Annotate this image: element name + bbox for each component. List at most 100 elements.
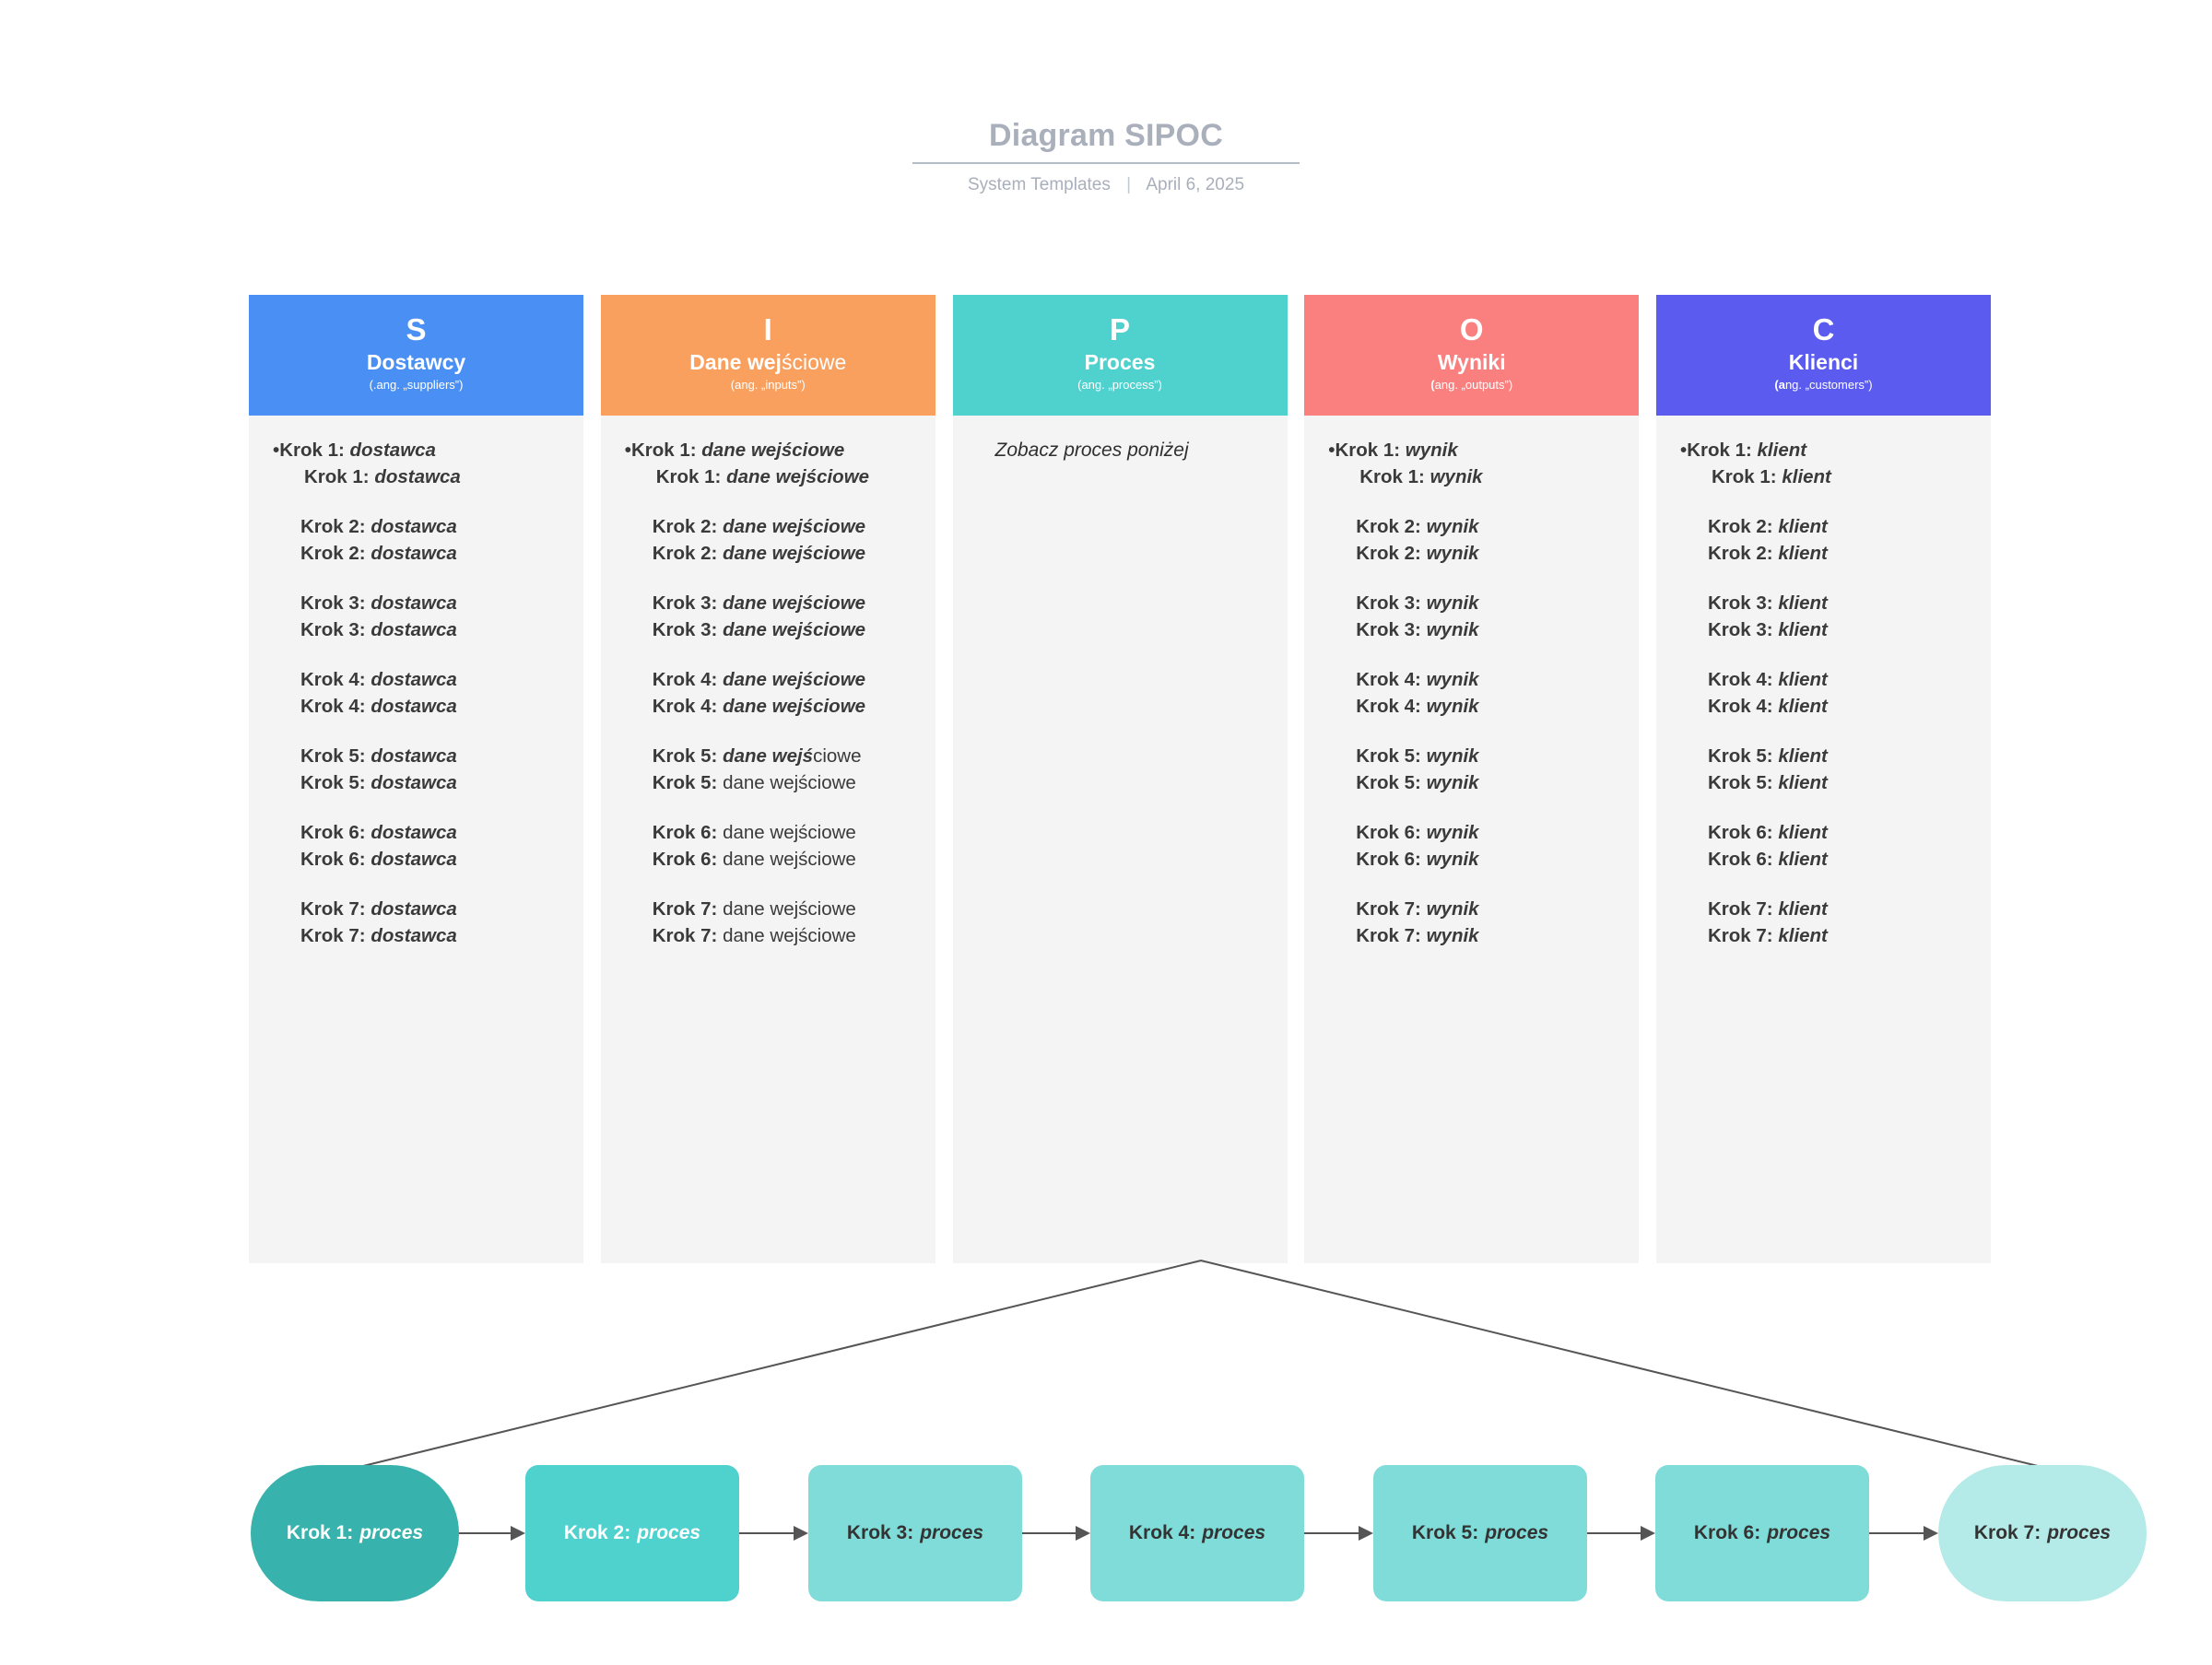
entry-label: Krok 5:	[1708, 772, 1773, 793]
process-step-value: proces	[637, 1522, 701, 1543]
entry-line: Krok 6: dostawca	[300, 846, 572, 873]
entry-line: Krok 7: wynik	[1356, 922, 1628, 949]
process-step-value: proces	[359, 1522, 424, 1543]
entry-label: Krok 3:	[652, 619, 718, 640]
entry-label: Krok 7:	[1356, 925, 1421, 946]
entry-label: Krok 4:	[300, 696, 366, 717]
entry-value: wynik	[1426, 772, 1479, 793]
process-step-4[interactable]: Krok 4:proces	[1090, 1465, 1304, 1601]
process-step-1[interactable]: Krok 1:proces	[251, 1465, 459, 1601]
entry-line: Krok 7: klient	[1708, 896, 1980, 922]
entry-value: klient	[1778, 543, 1828, 564]
entry-value: klient	[1778, 849, 1828, 870]
entry-line: Krok 4: dane wejściowe	[653, 693, 924, 720]
process-step-7[interactable]: Krok 7:proces	[1938, 1465, 2147, 1601]
entry-line: Krok 1: dostawca	[304, 463, 572, 490]
entry-line: •Krok 1: dane wejściowe	[625, 437, 924, 463]
entry-value: klient	[1778, 669, 1828, 690]
entry-label: Krok 6:	[1708, 822, 1773, 843]
entry-value: dane wejściowe	[723, 696, 866, 717]
entry-line: Krok 5: dane wejściowe	[653, 769, 924, 796]
entry-value: klient	[1778, 696, 1828, 717]
entry-line: Krok 4: wynik	[1356, 666, 1628, 693]
column-subtitle: (ang. „inputs”)	[730, 378, 806, 392]
entry-value: dane wejściowe	[723, 849, 856, 870]
entry-label: Krok 5:	[1708, 745, 1773, 767]
process-step-3[interactable]: Krok 3:proces	[808, 1465, 1022, 1601]
flow-arrow-5	[1587, 1526, 1655, 1541]
entry-label: Krok 6:	[1356, 822, 1421, 843]
process-step-2[interactable]: Krok 2:proces	[525, 1465, 739, 1601]
flow-arrow-1	[459, 1526, 525, 1541]
entry-label: Krok 6:	[300, 822, 366, 843]
entry-line: Krok 6: klient	[1708, 819, 1980, 846]
entry-label: Krok 3:	[1708, 592, 1773, 614]
process-step-label: Krok 3:	[846, 1522, 914, 1543]
entry-line: Krok 3: dane wejściowe	[653, 590, 924, 616]
entry-label: Krok 2:	[1708, 543, 1773, 564]
entry-label: Krok 5:	[1356, 745, 1421, 767]
entry-line: Krok 4: dostawca	[300, 666, 572, 693]
entry-label: Krok 3:	[300, 592, 366, 614]
entry-value: wynik	[1426, 898, 1479, 920]
column-name: Wyniki	[1437, 350, 1506, 374]
entry-value-italic: dane wejś	[723, 745, 814, 767]
arrow-head-icon	[511, 1526, 525, 1541]
entry-value: klient	[1778, 772, 1828, 793]
process-step-5[interactable]: Krok 5:proces	[1373, 1465, 1587, 1601]
entry-line: Krok 7: klient	[1708, 922, 1980, 949]
document-date: April 6, 2025	[1146, 175, 1245, 194]
arrow-shaft	[1587, 1532, 1641, 1534]
column-body-p: Zobacz proces poniżej	[952, 416, 1288, 1263]
entry-label: Krok 1:	[304, 466, 370, 487]
flow-arrow-3	[1022, 1526, 1090, 1541]
entry-line: Krok 1: dane wejściowe	[656, 463, 924, 490]
entry-value: wynik	[1426, 925, 1479, 946]
entry-value: dane wejściowe	[726, 466, 870, 487]
entry-value: dane wejściowe	[723, 669, 866, 690]
process-step-value: proces	[1767, 1522, 1831, 1543]
entry-label: Krok 5:	[1356, 772, 1421, 793]
bullet-marker: •	[1680, 440, 1688, 461]
process-step-6[interactable]: Krok 6: proces	[1655, 1465, 1869, 1601]
entry-value: dostawca	[371, 822, 457, 843]
process-step-label: Krok 4:	[1128, 1522, 1196, 1543]
entry-label: Krok 7:	[1708, 925, 1773, 946]
entry-value: dane wejściowe	[723, 898, 856, 920]
flow-arrow-6	[1869, 1526, 1938, 1541]
process-step-label: Krok 6:	[1693, 1522, 1761, 1543]
process-step-label: Krok 1:	[286, 1522, 354, 1543]
arrow-head-icon	[1924, 1526, 1938, 1541]
bullet-marker: •	[1328, 440, 1335, 461]
entry-line: Krok 3: klient	[1708, 616, 1980, 643]
entry-line: Krok 7: dostawca	[300, 896, 572, 922]
entry-value: dostawca	[371, 898, 457, 920]
flow-arrow-4	[1304, 1526, 1373, 1541]
entry-label: Krok 4:	[1708, 696, 1773, 717]
entry-value: dostawca	[371, 516, 457, 537]
entry-label: Krok 6:	[1708, 849, 1773, 870]
document-meta: System Templates | April 6, 2025	[0, 174, 2212, 196]
arrow-shaft	[1304, 1532, 1359, 1534]
entry-line: Krok 3: dostawca	[300, 590, 572, 616]
arrow-head-icon	[1359, 1526, 1373, 1541]
